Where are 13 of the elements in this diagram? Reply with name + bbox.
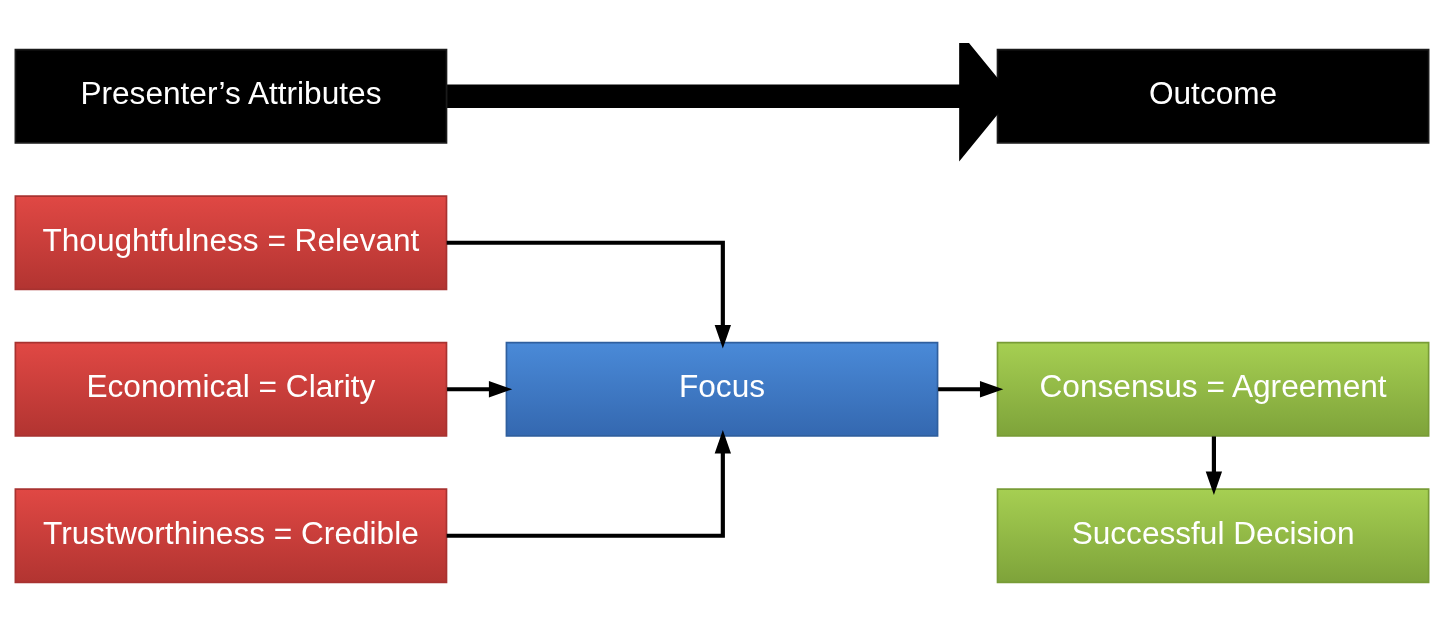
arrow [446,429,731,538]
arrow [938,380,1004,397]
node-box: Trustworthiness = Credible [14,487,448,583]
node-box: Economical = Clarity [14,341,448,437]
arrow [447,380,513,397]
node-box: Successful Decision [996,487,1430,583]
node-box: Presenter’s Attributes [14,48,448,144]
arrow [1205,435,1223,495]
node-box: Consensus = Agreement [996,341,1430,437]
node-box: Thoughtfulness = Relevant [14,194,448,290]
arrow [446,240,731,348]
node-box: Focus [505,341,939,437]
node-box: Outcome [996,48,1430,144]
